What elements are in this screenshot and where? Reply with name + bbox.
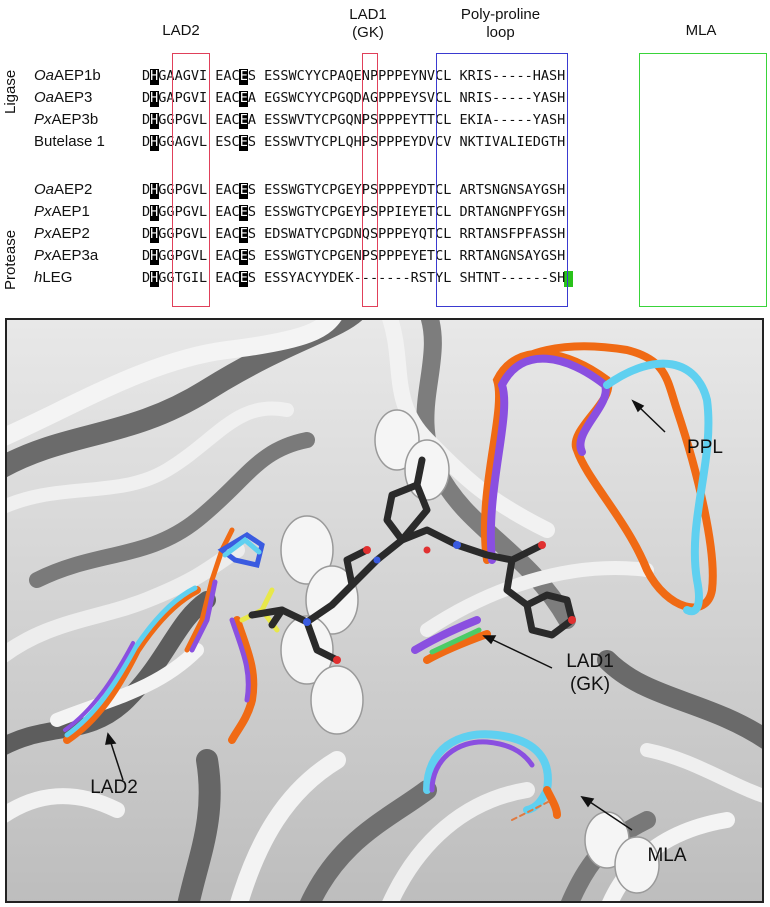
lad2-label: LAD2	[90, 777, 138, 798]
row-name: OaAEP1b	[34, 67, 101, 84]
protease-group-label: Protease	[2, 229, 19, 290]
row-name: PxAEP3a	[34, 247, 98, 264]
row-name-label: AEP1	[51, 203, 90, 220]
lad1-label: LAD1 (GK)	[555, 650, 625, 696]
row-name-prefix: Oa	[34, 181, 55, 198]
conserved-residue-highlight	[149, 183, 159, 199]
row-name-prefix: h	[34, 269, 43, 286]
ppl-header-line2: loop	[486, 24, 515, 41]
glycosylation-highlight	[563, 271, 573, 287]
sequence-row: DHGGAGVL ESCES ESSWVTYCPLQHPSPPPEYDVCV N…	[142, 134, 566, 150]
structure-panel: PPL LAD1 (GK) LAD2 MLA	[5, 318, 764, 903]
row-name-prefix: Oa	[34, 67, 55, 84]
conserved-residue-highlight	[238, 249, 249, 265]
row-name: PxAEP3b	[34, 111, 98, 128]
row-name: OaAEP2	[34, 181, 92, 198]
sequence-row: DHGGPGVL EACES ESSWGTYCPGEYPSPPIEYETCL D…	[142, 204, 566, 220]
conserved-residue-highlight	[149, 227, 159, 243]
row-name-label: AEP1b	[54, 67, 101, 84]
row-name-prefix: Px	[34, 225, 52, 242]
row-name-label: AEP2	[54, 181, 93, 198]
lad1-box	[362, 53, 378, 307]
protein-structure	[7, 320, 762, 901]
conserved-residue-highlight	[238, 113, 249, 129]
row-name: OaAEP3	[34, 89, 92, 106]
row-name-label: AEP3b	[51, 111, 99, 128]
row-name-prefix: Px	[34, 111, 52, 128]
ppl-header: Poly-proline loop	[433, 6, 568, 42]
conserved-residue-highlight	[149, 249, 159, 265]
conserved-residue-highlight	[149, 113, 159, 129]
row-name-prefix: Px	[34, 203, 52, 220]
sequence-row: DHGGPGVL EACES ESSWGTYCPGEYPSPPPEYDTCL A…	[142, 182, 566, 198]
row-name-label: AEP2	[51, 225, 90, 242]
sequence-row: DHGAAGVI EACES ESSWCYYCPAQENPPPPEYNVCL K…	[142, 68, 566, 84]
sequence-row: DHGGPGVL EACES EDSWATYCPGDNQSPPPEYQTCL R…	[142, 226, 566, 242]
mla-header: MLA	[685, 22, 717, 39]
row-name-label: Butelase 1	[34, 133, 105, 150]
ppl-label: PPL	[687, 437, 723, 458]
conserved-residue-highlight	[238, 135, 249, 151]
ppl-box	[436, 53, 568, 307]
row-name-label: AEP3a	[51, 247, 99, 264]
lad1-header-line2: (GK)	[352, 24, 384, 41]
sequence-row: DHGGPGVL EACES ESSWGTYCPGENPSPPPEYETCL R…	[142, 248, 566, 264]
conserved-residue-highlight	[149, 69, 159, 85]
lad1-header: LAD1 (GK)	[333, 6, 403, 42]
lad1-header-line1: LAD1	[349, 6, 387, 23]
row-name-label: AEP3	[54, 89, 93, 106]
conserved-residue-highlight	[149, 271, 159, 287]
mla-box	[639, 53, 767, 307]
lad1-label-line2: (GK)	[569, 674, 611, 695]
conserved-residue-highlight	[238, 183, 249, 199]
conserved-residue-highlight	[149, 91, 159, 107]
row-name: PxAEP2	[34, 225, 90, 242]
row-name: PxAEP1	[34, 203, 90, 220]
row-name-label: LEG	[42, 269, 73, 286]
lad1-label-line1: LAD1	[566, 651, 614, 672]
sequence-row: DHGGPGVL EACEA ESSWVTYCPGQNPSPPPEYTTCL E…	[142, 112, 566, 128]
conserved-residue-highlight	[238, 205, 249, 221]
sequence-row: DHGGTGIL EACES ESSYACYYDEK-------RSTYL S…	[142, 270, 566, 286]
row-name: hLEG	[34, 269, 72, 286]
conserved-residue-highlight	[238, 227, 249, 243]
row-name-prefix: Oa	[34, 89, 55, 106]
conserved-residue-highlight	[149, 205, 159, 221]
row-name: Butelase 1	[34, 133, 105, 150]
row-name-prefix: Px	[34, 247, 52, 264]
mla-label: MLA	[647, 845, 687, 866]
lad2-box	[172, 53, 210, 307]
ligase-group-label: Ligase	[2, 69, 19, 114]
sequence-row: DHGAPGVI EACEA EGSWCYYCPGQDAGPPPEYSVCL N…	[142, 90, 566, 106]
lad2-header: LAD2	[162, 22, 200, 39]
conserved-residue-highlight	[149, 135, 159, 151]
conserved-residue-highlight	[238, 91, 249, 107]
ppl-header-line1: Poly-proline	[460, 6, 541, 23]
conserved-residue-highlight	[238, 271, 249, 287]
conserved-residue-highlight	[238, 69, 249, 85]
